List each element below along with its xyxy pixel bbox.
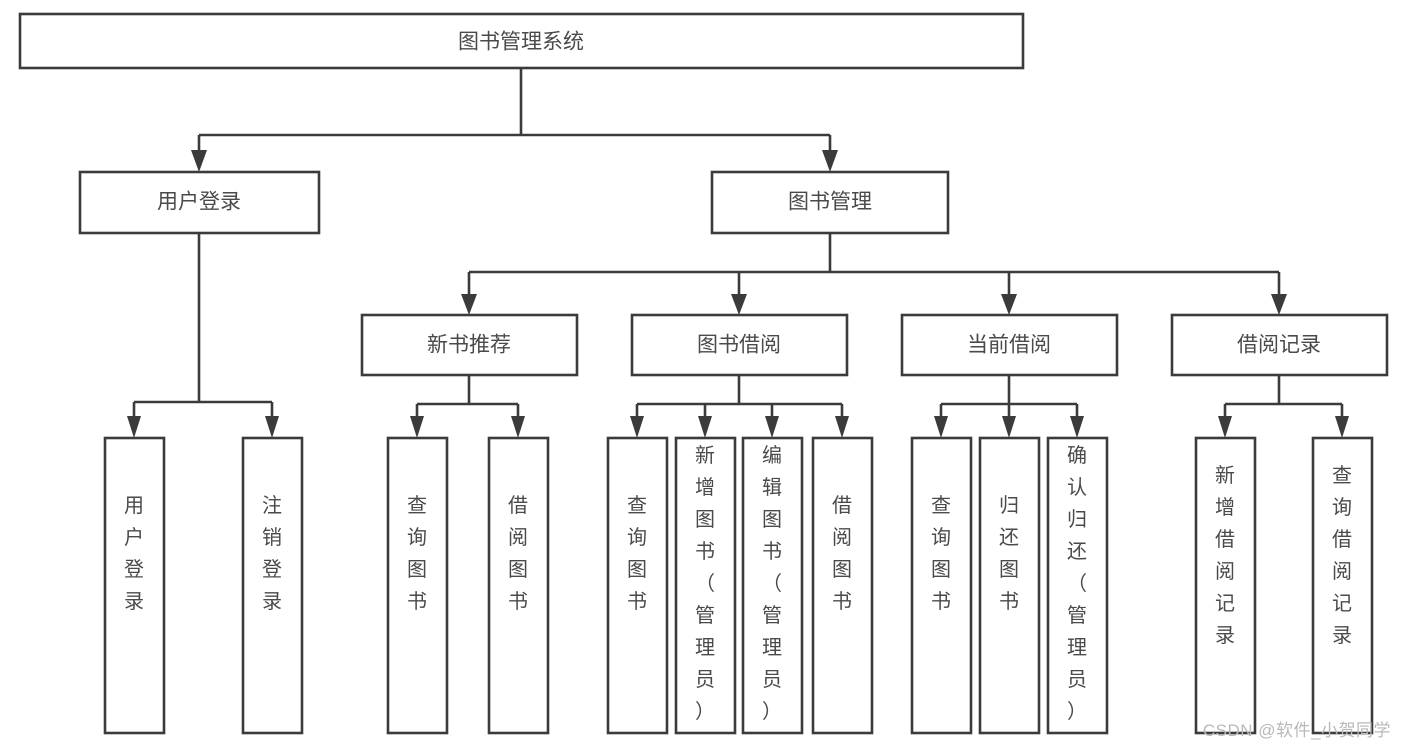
leaf-edit-book-label: 编辑图书（管理员） [762,444,782,723]
arrow-to-leaf-add-book [698,416,712,438]
arrow-to-leaf-user-login [127,416,141,438]
leaf-query-books-3-box[interactable] [910,436,973,735]
node-borrow-record[interactable]: 借阅记录 [1170,313,1389,377]
leaf-node[interactable]: 确认归还（管理员） [1046,436,1109,735]
leaf-node[interactable]: 注销登录 [241,436,304,735]
arrow-to-leaf-query-record [1335,416,1349,438]
leaf-node[interactable]: 借阅图书 [811,436,874,735]
node-book-management[interactable]: 图书管理 [710,170,950,235]
leaf-node[interactable]: 查询图书 [386,436,449,735]
leaf-node[interactable]: 编辑图书（管理员） [741,436,804,735]
arrow-to-book-management [822,150,838,172]
leaf-add-book-box[interactable] [674,436,737,735]
leaf-query-books-1-label: 查询图书 [407,494,427,613]
leaf-query-books-2-box[interactable] [606,436,669,735]
user-login-label: 用户登录 [157,191,241,214]
leaf-query-books-2-label: 查询图书 [627,494,647,613]
leaf-borrow-books-1-label: 借阅图书 [508,494,528,613]
leaf-node[interactable]: 新增借阅记录 [1194,436,1257,735]
leaf-confirm-return-label: 确认归还（管理员） [1067,444,1087,723]
arrow-to-leaf-edit-book [765,416,779,438]
book-management-box[interactable] [710,170,950,235]
leaf-borrow-books-2-label: 借阅图书 [832,494,852,613]
arrow-to-leaf-borrow-books-2 [835,416,849,438]
book-management-label: 图书管理 [788,191,872,214]
leaf-return-book-label: 归还图书 [999,494,1019,613]
node-current-borrow[interactable]: 当前借阅 [900,313,1119,377]
arrow-to-leaf-confirm-return [1070,416,1084,438]
csdn-watermark: CSDN @软件_小贺同学 [1202,721,1391,740]
arrow-to-book-borrow [731,294,747,315]
leaf-add-book-label: 新增图书（管理员） [695,444,715,723]
leaf-edit-book-box[interactable] [741,436,804,735]
leaf-query-books-3-label: 查询图书 [931,494,951,613]
arrow-to-leaf-logout [265,416,279,438]
connector-layer [127,68,1349,438]
leaf-query-books-1-box[interactable] [386,436,449,735]
leaf-add-record-label: 新增借阅记录 [1215,464,1235,647]
leaf-node[interactable]: 用户登录 [103,436,166,735]
leaf-node[interactable]: 归还图书 [978,436,1041,735]
borrow-record-box[interactable] [1170,313,1389,377]
node-new-book-recommend[interactable]: 新书推荐 [360,313,579,377]
leaf-node[interactable]: 查询图书 [910,436,973,735]
arrow-to-leaf-borrow-books-1 [511,416,525,438]
book-borrow-box[interactable] [630,313,849,377]
arrow-to-borrow-record [1271,294,1287,315]
node-root[interactable]: 图书管理系统 [18,12,1025,70]
leaf-user-login-box[interactable] [103,436,166,735]
root-label: 图书管理系统 [458,31,584,54]
arrow-to-leaf-query-books-2 [630,416,644,438]
leaf-add-record-box[interactable] [1194,436,1257,735]
user-login-box[interactable] [78,170,321,235]
leaf-borrow-books-2-box[interactable] [811,436,874,735]
new-book-recommend-label: 新书推荐 [427,334,511,357]
leaf-node[interactable]: 借阅图书 [487,436,550,735]
arrow-to-leaf-add-record [1218,416,1232,438]
arrow-to-user-login [191,150,207,172]
root-box[interactable] [18,12,1025,70]
arrow-to-leaf-query-books-3 [934,416,948,438]
current-borrow-box[interactable] [900,313,1119,377]
arrow-to-leaf-return-book [1002,416,1016,438]
leaf-confirm-return-box[interactable] [1046,436,1109,735]
leaf-return-book-box[interactable] [978,436,1041,735]
leaf-node[interactable]: 查询借阅记录 [1311,436,1374,735]
arrow-to-current-borrow [1001,294,1017,315]
borrow-record-label: 借阅记录 [1237,334,1321,357]
leaf-logout-label: 注销登录 [262,494,282,613]
leaf-node[interactable]: 新增图书（管理员） [674,436,737,735]
leaf-user-login-label: 用户登录 [124,495,144,613]
leaf-query-record-label: 查询借阅记录 [1332,464,1352,647]
leaf-query-record-box[interactable] [1311,436,1374,735]
leaf-borrow-books-1-box[interactable] [487,436,550,735]
node-user-login[interactable]: 用户登录 [78,170,321,235]
node-book-borrow[interactable]: 图书借阅 [630,313,849,377]
arrow-to-new-book-recommend [461,294,477,315]
current-borrow-label: 当前借阅 [967,334,1051,357]
book-borrow-label: 图书借阅 [697,334,781,357]
leaf-node[interactable]: 查询图书 [606,436,669,735]
new-book-recommend-box[interactable] [360,313,579,377]
arrow-to-leaf-query-books-1 [410,416,424,438]
leaf-logout-box[interactable] [241,436,304,735]
